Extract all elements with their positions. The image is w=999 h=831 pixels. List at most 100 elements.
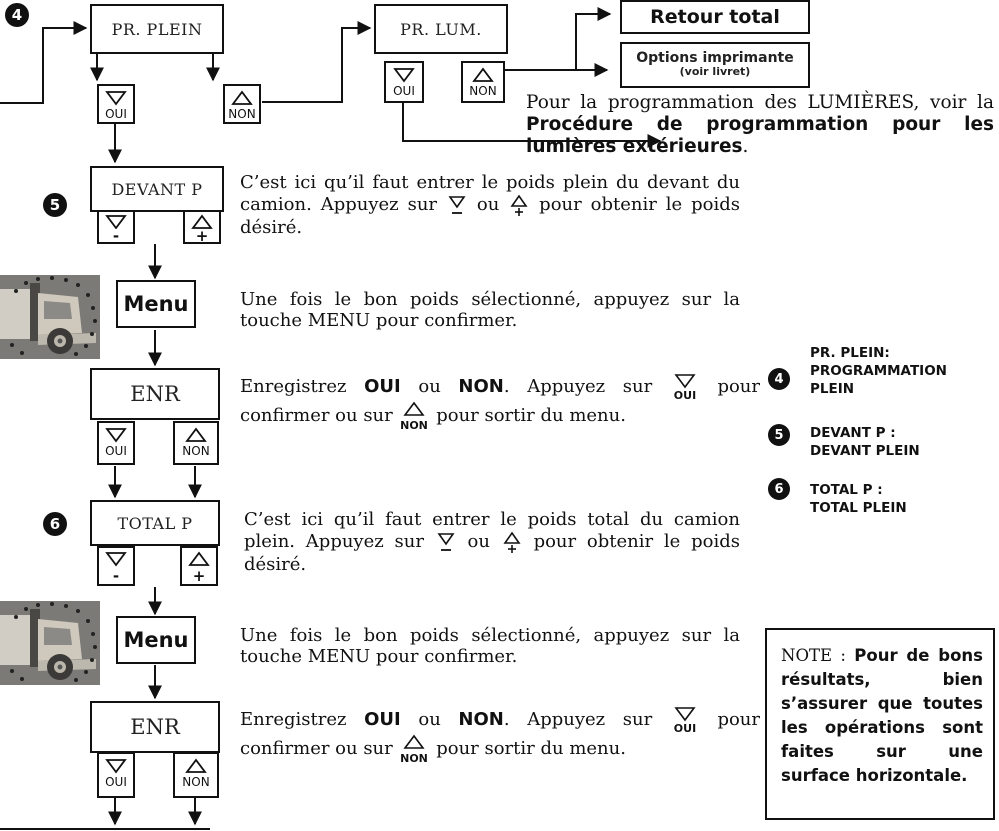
pr-plein-display: PR. PLEIN <box>90 4 224 54</box>
legend-4-line-1: PR. PLEIN: <box>810 345 890 361</box>
pr-lum-non-key[interactable]: NON <box>461 61 505 103</box>
enr-text-1: Enregistrez <box>240 709 365 730</box>
enr-text-5: pour sortir du menu. <box>430 738 626 759</box>
total-minus-label: - <box>112 567 120 585</box>
up-triangle-icon <box>231 90 253 105</box>
up-triangle-icon <box>188 551 210 566</box>
menu-button[interactable]: Menu <box>116 280 196 328</box>
svg-text:OUI: OUI <box>674 722 696 734</box>
devant-p-display: DEVANT P <box>90 166 224 212</box>
down-triangle-icon <box>105 759 127 774</box>
menu-instructions: Une fois le bon poids sélectionné, appuy… <box>240 289 740 331</box>
options-imprimante-label: Options imprimante <box>636 50 794 66</box>
down-triangle-icon <box>393 68 415 83</box>
devant-p-instructions: C’est ici qu’il faut entrer le poids ple… <box>240 172 740 238</box>
plus-key[interactable]: + <box>183 210 221 244</box>
legend-5-line-1: DEVANT P : <box>810 425 896 441</box>
oui-key-label: OUI <box>105 107 127 121</box>
enr-non-key[interactable]: NON <box>173 752 219 798</box>
down-triangle-icon <box>105 428 127 443</box>
legend-step-4-marker: 4 <box>768 368 790 390</box>
lights-text-a: Pour la programmation des LUMIÈRES, voir… <box>526 92 994 113</box>
truck-image <box>0 275 100 359</box>
truck-photo <box>0 601 100 685</box>
legend-4-line-3: PLEIN <box>810 381 855 397</box>
note-box: NOTE : Pour de bons résultats, bien s’as… <box>765 628 995 820</box>
enr-oui-label: OUI <box>105 775 127 789</box>
step-4-marker: 4 <box>5 3 29 27</box>
enr-oui-key[interactable]: OUI <box>97 421 135 465</box>
non-key[interactable]: NON <box>223 84 261 124</box>
menu-button[interactable]: Menu <box>116 616 196 664</box>
devant-text-3: pour obtenir le poids désiré. <box>240 194 740 238</box>
enr-text-3: . Appuyez sur <box>503 709 670 730</box>
pr-lum-oui-label: OUI <box>393 84 415 98</box>
minus-key[interactable]: - <box>97 210 135 244</box>
down-triangle-icon <box>105 215 127 229</box>
step-5-marker: 5 <box>43 193 67 217</box>
legend-total-p: TOTAL P : TOTAL PLEIN <box>810 481 907 517</box>
total-text-2: ou <box>456 531 501 552</box>
enr-display: ENR <box>90 701 220 753</box>
non-key-icon: NON <box>401 401 429 431</box>
down-triangle-icon <box>105 91 127 106</box>
lights-text-c: . <box>742 136 749 157</box>
total-minus-key[interactable]: - <box>97 546 135 586</box>
up-triangle-plus-icon <box>503 531 521 553</box>
voir-livret-label: (voir livret) <box>679 65 751 78</box>
oui-key[interactable]: OUI <box>97 84 135 124</box>
enr-text-1: Enregistrez <box>240 376 365 397</box>
enr-text-2: ou <box>400 376 459 397</box>
legend-step-6-marker: 6 <box>768 478 790 500</box>
pr-lum-oui-key[interactable]: OUI <box>384 61 424 103</box>
total-text-1: C’est ici qu’il faut entrer le poids tot… <box>244 509 740 552</box>
note-lead: NOTE : <box>781 646 855 665</box>
legend-devant-p: DEVANT P : DEVANT PLEIN <box>810 424 920 460</box>
options-imprimante-box: Options imprimante (voir livret) <box>620 42 810 88</box>
up-triangle-icon <box>185 427 207 442</box>
total-text-3: pour obtenir le poids désiré. <box>244 531 740 575</box>
lights-procedure-text: Pour la programmation des LUMIÈRES, voir… <box>526 92 994 158</box>
legend-step-5-marker: 5 <box>768 424 790 446</box>
down-triangle-minus-icon <box>437 533 455 551</box>
truck-photo <box>0 275 100 359</box>
devant-text-2: ou <box>467 194 509 215</box>
enr-oui-word: OUI <box>364 709 401 730</box>
enr-non-label: NON <box>182 775 210 789</box>
legend-6-line-1: TOTAL P : <box>810 482 883 498</box>
legend-6-line-2: TOTAL PLEIN <box>810 500 907 516</box>
total-plus-key[interactable]: + <box>180 546 218 586</box>
legend-5-line-2: DEVANT PLEIN <box>810 443 920 459</box>
devant-text-1: C’est ici qu’il faut entrer le poids ple… <box>240 172 740 215</box>
menu-instructions: Une fois le bon poids sélectionné, appuy… <box>240 625 740 667</box>
svg-text:OUI: OUI <box>674 389 696 401</box>
enr-text-5: pour sortir du menu. <box>430 405 626 426</box>
non-key-icon: NON <box>401 734 428 764</box>
enr-oui-label: OUI <box>105 444 127 458</box>
enr-oui-key[interactable]: OUI <box>97 752 135 798</box>
oui-key-icon: OUI <box>674 707 696 734</box>
retour-total-box: Retour total <box>620 0 810 34</box>
step-6-marker: 6 <box>43 512 67 536</box>
up-triangle-plus-icon <box>510 194 528 216</box>
down-triangle-icon <box>105 552 127 567</box>
oui-key-icon: OUI <box>674 374 696 401</box>
note-body: Pour de bons résultats, bien s’assurer q… <box>781 646 983 785</box>
lights-procedure-link: Procédure de programmation pour les lumi… <box>526 114 994 157</box>
enr-non-word: NON <box>458 709 504 730</box>
enr-non-label: NON <box>182 444 210 458</box>
legend-pr-plein: PR. PLEIN: PROGRAMMATION PLEIN <box>810 344 947 398</box>
up-triangle-icon <box>191 214 213 229</box>
minus-key-label: - <box>112 227 120 245</box>
enr-text-4: pour confirmer ou sur <box>240 376 761 426</box>
enr-text-4: pour confirmer ou sur <box>240 709 761 759</box>
plus-key-label: + <box>195 227 209 245</box>
enr-non-key[interactable]: NON <box>173 421 219 465</box>
enr-text-3: . Appuyez sur <box>503 376 670 397</box>
svg-text:NON: NON <box>401 419 429 431</box>
enr-text-2: ou <box>400 709 459 730</box>
down-triangle-minus-icon <box>448 196 466 214</box>
pr-lum-display: PR. LUM. <box>374 4 508 54</box>
non-key-label: NON <box>228 107 256 121</box>
